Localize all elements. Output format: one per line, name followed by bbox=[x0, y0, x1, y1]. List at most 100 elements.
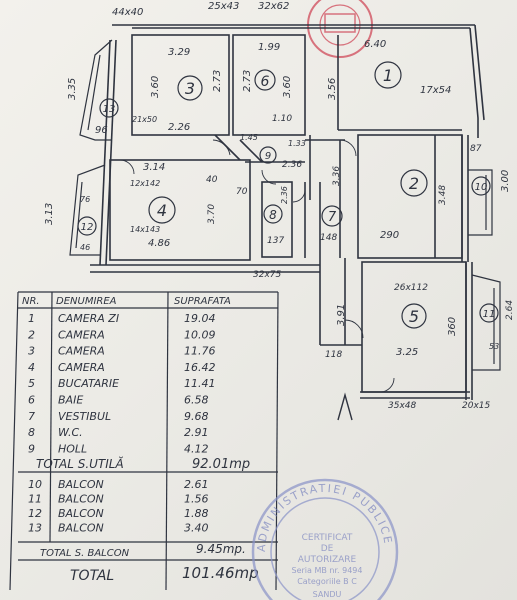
dim-2-73-b: 2.73 bbox=[242, 70, 253, 92]
dim-46: 46 bbox=[80, 243, 90, 252]
room-number-4: 4 bbox=[157, 201, 167, 220]
dim-53: 53 bbox=[489, 342, 499, 351]
stamp-line-4: Seria MB nr. 9494 bbox=[292, 566, 363, 575]
dim-3-14: 3.14 bbox=[143, 162, 165, 173]
room-numbers: 3 6 1 2 4 5 7 8 9 10 11 12 13 bbox=[81, 66, 496, 326]
room-circle-4 bbox=[148, 196, 176, 224]
row-area-2: 11.76 bbox=[184, 345, 216, 358]
dim-21x50: 21x50 bbox=[132, 115, 157, 124]
dim-76: 76 bbox=[80, 195, 90, 204]
row-name-5: BAIE bbox=[58, 394, 83, 407]
room-markers bbox=[77, 61, 499, 329]
total-util-row: TOTAL S.UTILĂ 92.01mp bbox=[36, 456, 250, 472]
dim-360-c: 360 bbox=[447, 317, 458, 336]
row-nr-7: 8 bbox=[28, 426, 35, 439]
dim-32x75: 32x75 bbox=[253, 270, 282, 280]
row-name-7: W.C. bbox=[58, 426, 83, 439]
authorization-stamp: ADMINISTRATIEI PUBLICE CERTIFICAT DE AUT… bbox=[251, 478, 399, 600]
dim-20x15: 20x15 bbox=[462, 401, 491, 411]
room-circle-3 bbox=[177, 75, 203, 101]
row-nr-5: 6 bbox=[28, 394, 35, 407]
dim-3-25: 3.25 bbox=[396, 347, 418, 358]
total-balcon-label: TOTAL S. BALCON bbox=[40, 548, 130, 559]
header-area: SUPRAFATA bbox=[174, 296, 231, 307]
total-util-value: 92.01mp bbox=[192, 457, 250, 472]
room-number-6: 6 bbox=[261, 74, 270, 90]
total-label: TOTAL bbox=[70, 568, 114, 584]
room-circle-9 bbox=[259, 146, 277, 164]
dim-14x143: 14x143 bbox=[130, 225, 160, 234]
dim-2-73-a: 2.73 bbox=[212, 70, 223, 92]
balcony-area-0: 2.61 bbox=[184, 478, 209, 491]
balcony-name-3: BALCON bbox=[58, 522, 104, 535]
room-number-10: 10 bbox=[475, 182, 488, 193]
total-balcon-row: TOTAL S. BALCON 9.45mp. bbox=[40, 542, 246, 559]
row-area-4: 11.41 bbox=[184, 377, 216, 390]
dim-17x54: 17x54 bbox=[420, 85, 451, 96]
balconies bbox=[69, 39, 501, 371]
total-util-label: TOTAL S.UTILĂ bbox=[36, 456, 124, 471]
dim-87: 87 bbox=[470, 144, 482, 154]
dim-70: 70 bbox=[236, 187, 248, 197]
row-name-4: BUCATARIE bbox=[58, 377, 119, 390]
stamp-line-2: DE bbox=[321, 544, 334, 554]
row-name-6: VESTIBUL bbox=[58, 410, 111, 423]
room-circle-1 bbox=[374, 61, 402, 89]
room-number-1: 1 bbox=[383, 66, 393, 85]
row-area-3: 16.42 bbox=[184, 361, 216, 374]
row-name-3: CAMERA bbox=[58, 361, 105, 374]
row-area-1: 10.09 bbox=[184, 328, 216, 341]
room-circle-13 bbox=[99, 98, 119, 118]
room-circle-2 bbox=[400, 169, 428, 197]
stamp-line-1: CERTIFICAT bbox=[302, 533, 353, 543]
dim-2-36-b: 2.36 bbox=[280, 186, 289, 204]
balcony-name-2: BALCON bbox=[58, 507, 104, 520]
dim-25x43: 25x43 bbox=[208, 1, 239, 12]
room-circle-11 bbox=[479, 303, 499, 323]
dimension-labels: 44x40 25x43 32x62 6.40 3.29 1.99 3.35 3.… bbox=[44, 1, 515, 411]
dim-35x48: 35x48 bbox=[388, 401, 417, 411]
dim-12x142: 12x142 bbox=[130, 179, 160, 188]
dim-3-29: 3.29 bbox=[168, 47, 190, 58]
row-nr-4: 5 bbox=[28, 377, 35, 390]
dim-3-60-b: 3.60 bbox=[282, 76, 293, 98]
dim-40: 40 bbox=[206, 175, 218, 185]
arrow-marker bbox=[337, 392, 353, 421]
total-value: 101.46mp bbox=[182, 564, 259, 582]
dim-148: 148 bbox=[320, 233, 337, 243]
row-area-0: 19.04 bbox=[184, 312, 216, 325]
dim-1-33: 1.33 bbox=[288, 139, 306, 148]
room-number-2: 2 bbox=[409, 174, 419, 193]
dim-137: 137 bbox=[267, 236, 284, 246]
row-nr-8: 9 bbox=[28, 442, 35, 455]
doors bbox=[119, 139, 395, 393]
room-number-7: 7 bbox=[328, 210, 337, 225]
room-circle-6 bbox=[254, 69, 276, 91]
total-row: TOTAL 101.46mp bbox=[70, 564, 259, 584]
balcony-area-3: 3.40 bbox=[184, 522, 209, 535]
dim-3-91: 3.91 bbox=[336, 304, 347, 326]
row-name-1: CAMERA bbox=[58, 328, 105, 341]
row-name-8: HOLL bbox=[58, 442, 87, 455]
balcony-area-2: 1.88 bbox=[184, 507, 209, 520]
dim-2-26: 2.26 bbox=[168, 122, 190, 133]
row-area-7: 2.91 bbox=[184, 426, 209, 439]
dim-44x40: 44x40 bbox=[112, 7, 143, 18]
balcony-area-1: 1.56 bbox=[184, 493, 209, 506]
dim-3-13: 3.13 bbox=[44, 203, 55, 225]
room-number-5: 5 bbox=[409, 307, 419, 326]
room-circle-8 bbox=[263, 204, 283, 224]
row-nr-0: 1 bbox=[28, 312, 35, 325]
room-circle-5 bbox=[401, 303, 427, 329]
row-nr-2: 3 bbox=[28, 345, 35, 358]
stamp-line-6: SANDU bbox=[313, 590, 342, 599]
dim-32x62: 32x62 bbox=[258, 1, 289, 12]
balcony-name-0: BALCON bbox=[58, 478, 104, 491]
room-circle-10 bbox=[471, 176, 491, 196]
dim-1-45: 1.45 bbox=[240, 133, 258, 142]
room-number-11: 11 bbox=[483, 309, 496, 320]
row-area-8: 4.12 bbox=[184, 442, 209, 455]
